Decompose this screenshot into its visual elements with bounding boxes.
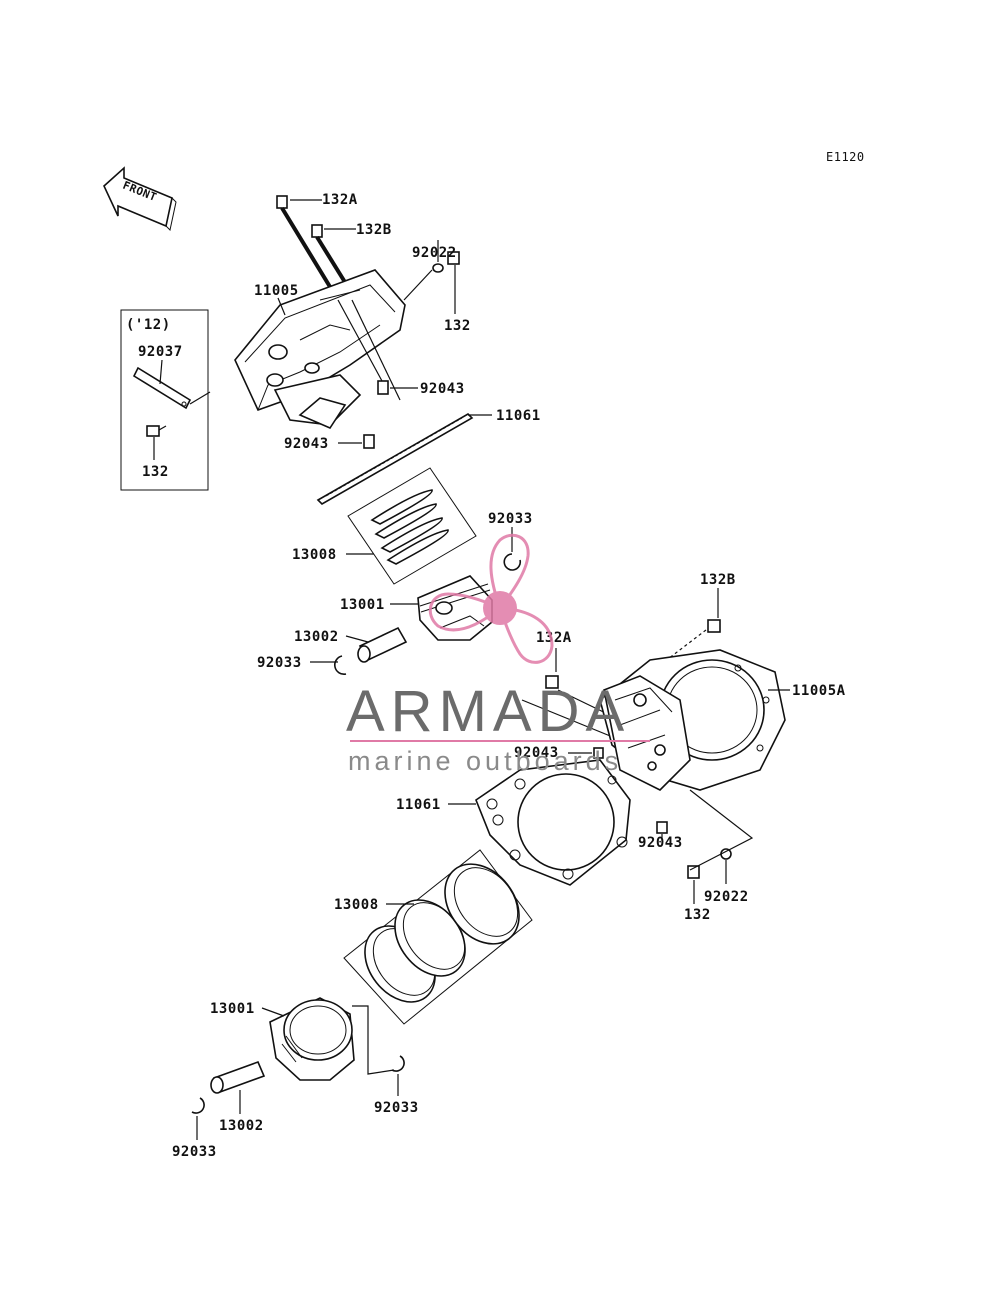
clip-92033-left-icon: [333, 655, 347, 676]
clip-92033-top-icon: [503, 553, 522, 571]
cylinder-11005A-part: [599, 649, 786, 791]
bolt-132B-mid-icon: [707, 619, 721, 633]
year-box: ('12): [120, 309, 211, 491]
callout-11005A: 11005A: [792, 683, 846, 699]
washer-92022-bot-icon: [720, 848, 732, 860]
callout-92022-bot: 92022: [704, 889, 749, 905]
callout-132-bot: 132: [684, 907, 711, 923]
callout-92033-left: 92033: [257, 655, 302, 671]
callout-11005: 11005: [254, 283, 299, 299]
callout-92043-d: 92043: [638, 835, 683, 851]
callout-92043-b: 92043: [284, 436, 329, 452]
watermark-brand: ARMADA: [346, 679, 630, 744]
callout-92037: 92037: [138, 344, 183, 360]
bolt-132-top-icon: [447, 251, 460, 265]
year-box-label: ('12): [126, 317, 171, 333]
dowel-92043-c-icon: [593, 747, 604, 759]
piston-pin-13002-top-part: [357, 626, 408, 663]
clip-92033-bot-r-icon: [391, 1055, 405, 1072]
cylinder-head-11005-part: [234, 269, 406, 430]
callout-92033-top: 92033: [488, 511, 533, 527]
callout-13001-top: 13001: [340, 597, 385, 613]
bolt-132A-top-icon: [276, 195, 340, 302]
callout-132-top: 132: [444, 318, 471, 334]
front-arrow-icon: FRONT: [103, 166, 177, 232]
callout-13002-bot: 13002: [219, 1118, 264, 1134]
gasket-11061-top-part: [316, 413, 474, 505]
washer-92022-top-icon: [432, 263, 444, 273]
callout-132B-mid: 132B: [700, 572, 736, 588]
bolt-132-bot-icon: [687, 865, 700, 879]
gasket-11061-bot-part: [475, 759, 631, 886]
clip-92033-bot-l-icon: [191, 1097, 205, 1114]
callout-13008-bot: 13008: [334, 897, 379, 913]
callout-132B-top: 132B: [356, 222, 392, 238]
callout-13001-bot: 13001: [210, 1001, 255, 1017]
bolt-132-box-icon: [146, 425, 167, 437]
callout-132-box: 132: [142, 464, 169, 480]
ring-set-13008-bot-part: [343, 849, 533, 1025]
callout-92043-a: 92043: [420, 381, 465, 397]
dowel-92043-a-icon: [377, 380, 389, 395]
callout-92033-bot-l: 92033: [172, 1144, 217, 1160]
dowel-92043-d-icon: [656, 821, 668, 834]
callout-92043-c: 92043: [514, 745, 559, 761]
armada-logo-icon: [428, 533, 554, 664]
diagram-code: E1120: [826, 150, 865, 164]
callout-13008-top: 13008: [292, 547, 337, 563]
watermark-tagline: marine outboards: [348, 746, 622, 776]
callout-92033-bot-r: 92033: [374, 1100, 419, 1116]
callout-11061-bot: 11061: [396, 797, 441, 813]
strap-92037-part: [132, 366, 192, 410]
callout-132A-mid: 132A: [536, 630, 572, 646]
callout-11061-top: 11061: [496, 408, 541, 424]
callout-13002-top: 13002: [294, 629, 339, 645]
ring-set-13008-top-part: [347, 467, 477, 585]
piston-13001-bot-part: [269, 997, 355, 1081]
dowel-92043-b-icon: [363, 434, 375, 449]
bolt-132A-mid-icon: [545, 675, 559, 689]
callout-132A-top: 132A: [322, 192, 358, 208]
callout-92022-top: 92022: [412, 245, 457, 261]
piston-pin-13002-bot-part: [210, 1060, 266, 1094]
